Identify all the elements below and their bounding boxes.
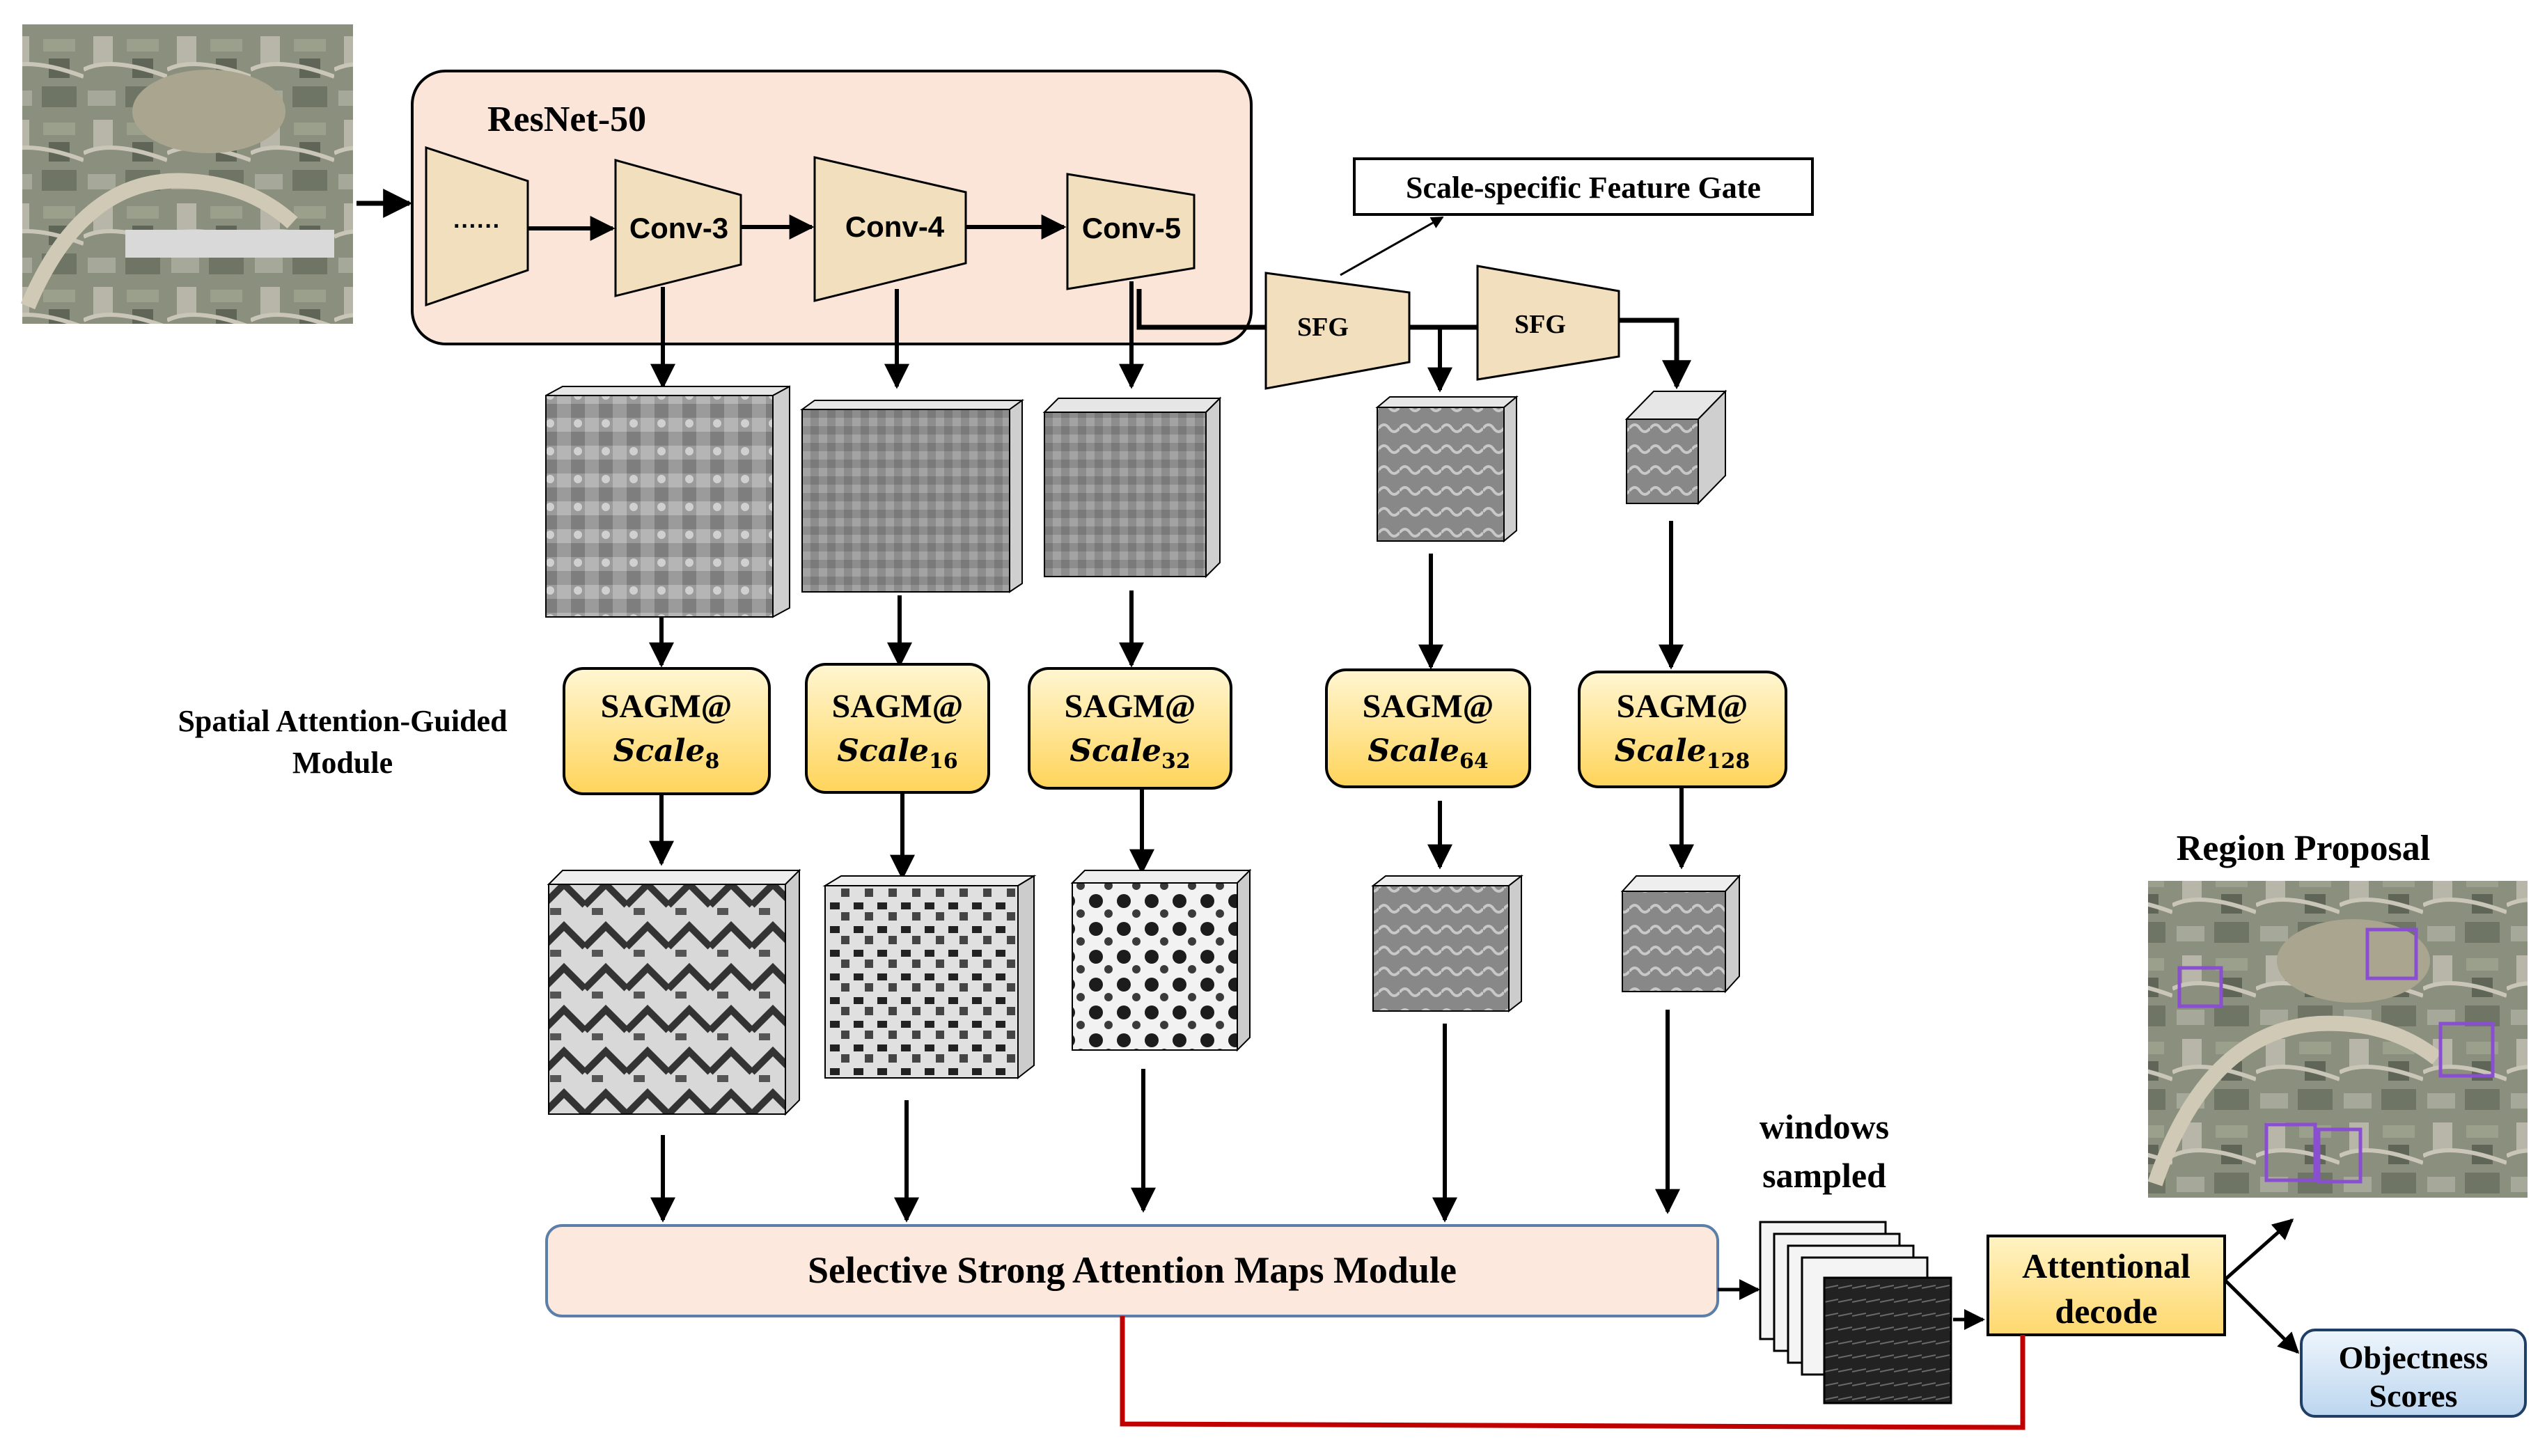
sagm-scale-scale16: Scale16 xyxy=(837,733,958,774)
sfg-callout-text: Scale-specific Feature Gate xyxy=(1406,171,1761,205)
sfg-callout-pointer xyxy=(1340,216,1444,276)
sagm-section-label-line2: Module xyxy=(292,746,393,780)
sagm-scale-word-16: Scale xyxy=(837,733,929,769)
sagm-scale-scale64: Scale64 xyxy=(1368,733,1489,774)
backbone-stage-conv3 xyxy=(614,159,742,297)
sagm-scale-scale128: Scale128 xyxy=(1615,733,1750,774)
attention-map-scale128 xyxy=(1620,874,1741,994)
feature-cube-scale16 xyxy=(799,399,1025,593)
attention-map-scale16 xyxy=(822,875,1037,1080)
sagm-scale-word-64: Scale xyxy=(1368,733,1459,769)
backbone-stage-conv4 xyxy=(813,156,967,302)
feedback-line xyxy=(1120,1316,2025,1430)
sagm-prefix-scale128: SAGM@ xyxy=(1617,688,1748,725)
sagm-prefix-scale32: SAGM@ xyxy=(1065,688,1196,725)
sagm-box-scale64 xyxy=(1325,668,1531,788)
line-conv5-to-sfg xyxy=(1136,289,1266,330)
sagm-scale-word-8: Scale xyxy=(613,733,705,769)
attention-map-scale64 xyxy=(1371,874,1523,1013)
stage-label-conv5: Conv-5 xyxy=(1082,212,1181,244)
sagm-section-label-line1: Spatial Attention-Guided xyxy=(178,704,507,738)
sagm-scale-scale32: Scale32 xyxy=(1069,733,1191,774)
input-image xyxy=(20,24,353,324)
ssam-box xyxy=(545,1224,1719,1317)
decode-box xyxy=(1987,1235,2226,1336)
feature-cube-scale8 xyxy=(545,385,790,618)
sagm-scale-sub-64: 64 xyxy=(1459,749,1489,774)
feature-cube-scale128 xyxy=(1624,389,1727,506)
backbone-stage-conv5 xyxy=(1066,173,1196,290)
backbone-title: ResNet-50 xyxy=(487,100,646,139)
arrow-decode-to-proposal xyxy=(2223,1219,2294,1281)
sfg-label-1: SFG xyxy=(1297,313,1349,342)
stage-label-conv4: Conv-4 xyxy=(845,210,945,243)
decode-label-line2: decode xyxy=(2055,1292,2157,1331)
attention-map-scale32 xyxy=(1070,868,1252,1052)
objectness-label-line2: Scores xyxy=(2369,1378,2458,1414)
sagm-box-scale32 xyxy=(1028,667,1232,790)
sagm-scale-word-32: Scale xyxy=(1069,733,1161,769)
sfg-label-2: SFG xyxy=(1514,310,1566,339)
ssam-label: Selective Strong Attention Maps Module xyxy=(808,1249,1457,1291)
backbone-stage-dots xyxy=(425,146,529,307)
sfg-block-1 xyxy=(1264,272,1411,390)
decode-label-line1: Attentional xyxy=(2022,1246,2191,1285)
line-sfg2-out xyxy=(1619,318,1691,390)
objectness-scores-box xyxy=(2300,1329,2527,1418)
sfg-block-2 xyxy=(1476,265,1620,381)
sagm-prefix-scale16: SAGM@ xyxy=(832,688,964,725)
sagm-prefix-scale64: SAGM@ xyxy=(1363,688,1494,725)
sagm-scale-sub-128: 128 xyxy=(1707,749,1750,774)
feature-cube-scale64 xyxy=(1375,395,1519,543)
feature-cube-scale32 xyxy=(1042,396,1222,579)
sagm-prefix-scale8: SAGM@ xyxy=(601,688,732,725)
sagm-scale-sub-16: 16 xyxy=(929,749,958,774)
attention-map-scale8 xyxy=(547,868,801,1116)
windows-label-line2: sampled xyxy=(1762,1156,1886,1195)
sagm-box-scale8 xyxy=(563,667,771,795)
stage-label-dots: ······ xyxy=(453,213,501,240)
sagm-scale-sub-8: 8 xyxy=(705,749,719,774)
region-proposal-image xyxy=(2147,881,2528,1198)
objectness-label-line1: Objectness xyxy=(2339,1340,2489,1375)
arrow-decode-to-scores xyxy=(2223,1278,2300,1354)
sagm-scale-scale8: Scale8 xyxy=(613,733,720,774)
stage-label-conv3: Conv-3 xyxy=(629,212,728,244)
sagm-box-scale16 xyxy=(805,663,990,794)
windows-label-line1: windows xyxy=(1760,1107,1889,1146)
sfg-callout-box xyxy=(1353,157,1814,216)
sagm-scale-sub-32: 32 xyxy=(1161,749,1191,774)
region-proposal-title: Region Proposal xyxy=(2177,829,2431,868)
sagm-scale-word-128: Scale xyxy=(1615,733,1707,769)
windows-stack xyxy=(1759,1221,1952,1404)
